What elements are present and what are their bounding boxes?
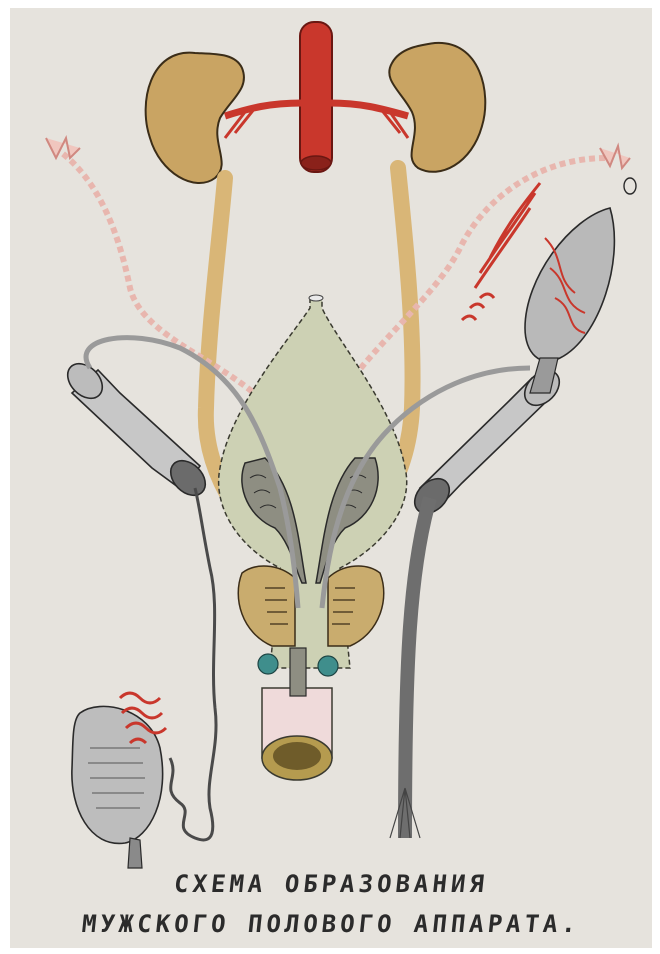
left-bulbourethral-gland [258, 654, 278, 674]
right-fimbria [600, 146, 630, 168]
right-kidney [389, 43, 485, 172]
caption-line-2: мужского полового аппарата. [9, 910, 654, 938]
caption-line-1: Схема образования [9, 870, 654, 898]
right-bulbourethral-gland [318, 656, 338, 676]
anatomy-poster: Схема образования мужского полового аппа… [10, 8, 652, 948]
left-testis-epididymis [72, 488, 216, 868]
male-reproductive-scheme-figure [10, 8, 652, 948]
aorta-artery [225, 22, 408, 172]
right-spermatic-cord [405, 498, 430, 838]
left-gubernaculum-tube [61, 357, 212, 502]
